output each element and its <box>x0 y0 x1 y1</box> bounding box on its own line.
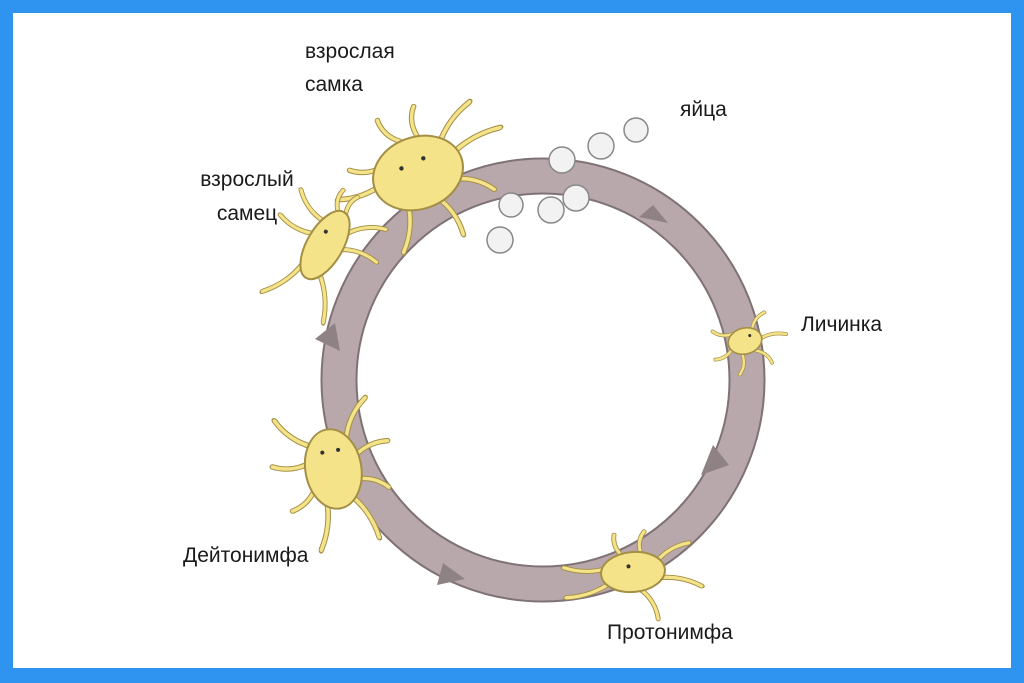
adult-female-mite <box>317 81 530 271</box>
label-eggs: яйца <box>680 98 727 121</box>
label-adult-female: взрослая самка <box>305 40 395 96</box>
ring-arrow-mark <box>701 445 729 475</box>
label-adult-male: взрослый самец <box>200 168 294 225</box>
egg <box>562 184 590 212</box>
label-protonymph: Протонимфа <box>607 621 733 644</box>
life-cycle-ring <box>315 157 766 603</box>
ring-arrow-mark <box>315 323 340 351</box>
deutonymph-mite <box>263 394 405 556</box>
eggs-cluster <box>486 117 649 254</box>
label-deutonymph: Дейтонимфа <box>183 544 309 567</box>
egg <box>587 132 615 160</box>
egg <box>548 146 576 174</box>
protonymph-mite <box>561 526 705 628</box>
egg <box>623 117 649 143</box>
egg <box>498 192 524 218</box>
egg <box>537 196 565 224</box>
larva-mite <box>710 309 793 377</box>
life-cycle-diagram <box>13 13 1011 668</box>
diagram-canvas: взрослая самка яйца взрослый самец Личин… <box>13 13 1011 668</box>
egg <box>486 226 514 254</box>
ring-arrow-mark <box>639 205 668 223</box>
label-larva: Личинка <box>801 313 883 336</box>
adult-male-mite <box>242 168 400 334</box>
ring-arrow-mark <box>437 563 465 585</box>
